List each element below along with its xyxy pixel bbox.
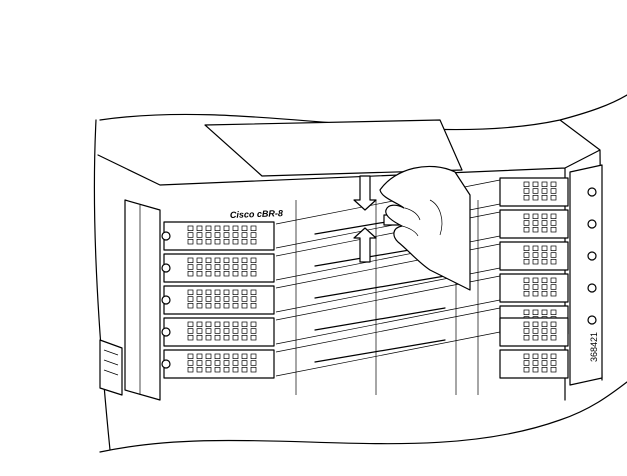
- figure-number: 368421: [589, 332, 599, 362]
- left-ear-panel: [99, 339, 123, 396]
- line-card-right: [499, 317, 569, 347]
- cutaway-outline: [93, 94, 627, 453]
- line-card-right: [499, 241, 569, 271]
- slot-guide: [275, 331, 501, 377]
- line-card-left: [163, 349, 275, 379]
- slot-rail: [314, 339, 446, 363]
- card-screw: [587, 187, 597, 197]
- line-card-left: [163, 285, 275, 315]
- line-card-right: [499, 349, 569, 379]
- left-mounting-bracket: [124, 199, 161, 401]
- card-screw: [161, 359, 171, 369]
- slot-guide: [275, 299, 501, 345]
- slot-rail: [314, 275, 446, 299]
- line-card-left: [163, 253, 275, 283]
- slot-guide: [275, 307, 501, 353]
- card-screw: [587, 219, 597, 229]
- card-screw: [587, 283, 597, 293]
- card-screw: [587, 315, 597, 325]
- card-screw: [161, 327, 171, 337]
- line-card-right: [499, 177, 569, 207]
- card-screw: [587, 251, 597, 261]
- hand-illustration: [379, 165, 471, 291]
- top-cover-plate: [204, 119, 463, 177]
- line-card-left: [163, 221, 275, 251]
- line-card-left: [163, 317, 275, 347]
- card-screw: [161, 231, 171, 241]
- card-screw: [161, 263, 171, 273]
- card-screw: [161, 295, 171, 305]
- line-card-right: [499, 209, 569, 239]
- chassis-brand-label: Cisco cBR-8: [230, 208, 283, 220]
- line-card-right: [499, 273, 569, 303]
- line-cards-right: [499, 177, 597, 379]
- line-cards-left: [161, 221, 275, 379]
- slot-rail: [314, 307, 446, 331]
